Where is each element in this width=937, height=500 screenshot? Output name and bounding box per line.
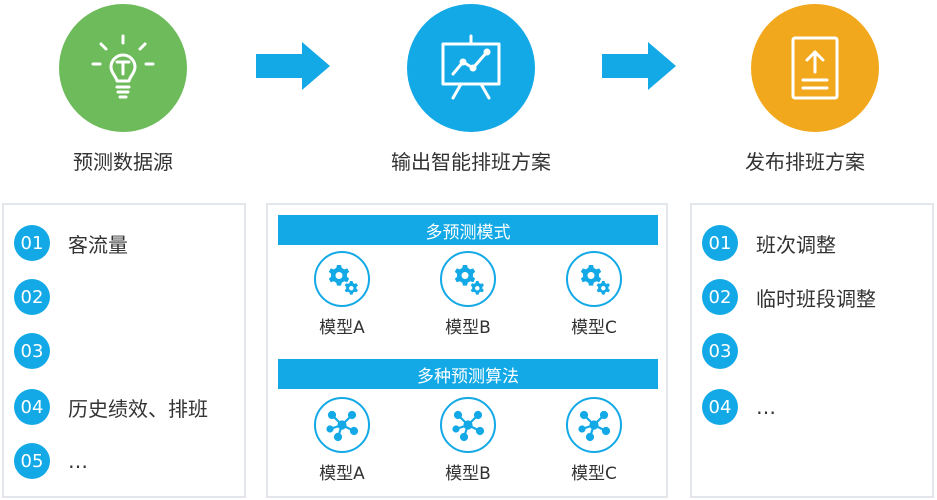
step-label-publish: 发布排班方案 [745, 150, 865, 174]
step-circle-data-source [59, 4, 187, 132]
models-panel: 多预测模式 模型A 模型B 模型C 多种预测算法 [266, 203, 668, 498]
presentation-chart-icon [441, 34, 501, 100]
list-item-text: 临时班段调整 [756, 286, 876, 311]
model-item: 模型A [302, 251, 382, 338]
number-badge: 02 [14, 279, 50, 315]
list-item-text: … [756, 395, 776, 419]
number-badge: 04 [14, 389, 50, 425]
model-item: 模型B [428, 251, 508, 338]
step-circle-publish [751, 4, 879, 132]
number-badge: 05 [14, 443, 50, 479]
list-item-text: … [68, 449, 88, 473]
number-badge: 01 [702, 225, 738, 261]
list-item-text: 客流量 [68, 232, 128, 257]
model-item: 模型C [554, 251, 634, 338]
list-item-text: 班次调整 [756, 232, 836, 257]
model-label: 模型C [571, 464, 617, 484]
model-item: 模型B [428, 397, 508, 484]
gears-icon [328, 265, 358, 295]
number-badge: 03 [702, 333, 738, 369]
step-label-output: 输出智能排班方案 [391, 150, 551, 174]
list-item: 04 … [702, 389, 776, 425]
list-item: 03 [702, 333, 756, 369]
network-node-icon [452, 410, 485, 442]
network-node-icon [578, 410, 611, 442]
model-label: 模型A [319, 318, 365, 338]
list-item: 03 [14, 333, 68, 369]
model-item: 模型A [302, 397, 382, 484]
model-label: 模型B [445, 318, 491, 338]
list-item: 02 [14, 279, 68, 315]
model-label: 模型A [319, 464, 365, 484]
list-item: 05 … [14, 443, 88, 479]
section-banner-prediction-algorithms: 多种预测算法 [278, 359, 658, 389]
model-item: 模型C [554, 397, 634, 484]
step-circle-output [407, 4, 535, 132]
publish-panel: 01 班次调整 02 临时班段调整 03 04 … [690, 203, 934, 498]
upload-document-icon [791, 36, 839, 100]
model-label: 模型B [445, 464, 491, 484]
list-item: 01 班次调整 [702, 225, 836, 261]
flow-arrow-1 [256, 42, 330, 90]
flow-arrow-2 [602, 42, 676, 90]
number-badge: 01 [14, 225, 50, 261]
list-item: 01 客流量 [14, 225, 128, 261]
gears-icon [580, 265, 610, 295]
network-node-icon [326, 410, 359, 442]
lightbulb-icon [91, 34, 155, 99]
data-source-panel: 01 客流量 02 03 04 历史绩效、排班 05 … [2, 203, 246, 498]
number-badge: 03 [14, 333, 50, 369]
section-banner-prediction-modes: 多预测模式 [278, 215, 658, 245]
list-item: 04 历史绩效、排班 [14, 389, 208, 425]
number-badge: 04 [702, 389, 738, 425]
list-item-text: 历史绩效、排班 [68, 396, 208, 421]
list-item: 02 临时班段调整 [702, 279, 876, 315]
number-badge: 02 [702, 279, 738, 315]
model-label: 模型C [571, 318, 617, 338]
step-label-data-source: 预测数据源 [73, 150, 173, 174]
gears-icon [454, 265, 484, 295]
